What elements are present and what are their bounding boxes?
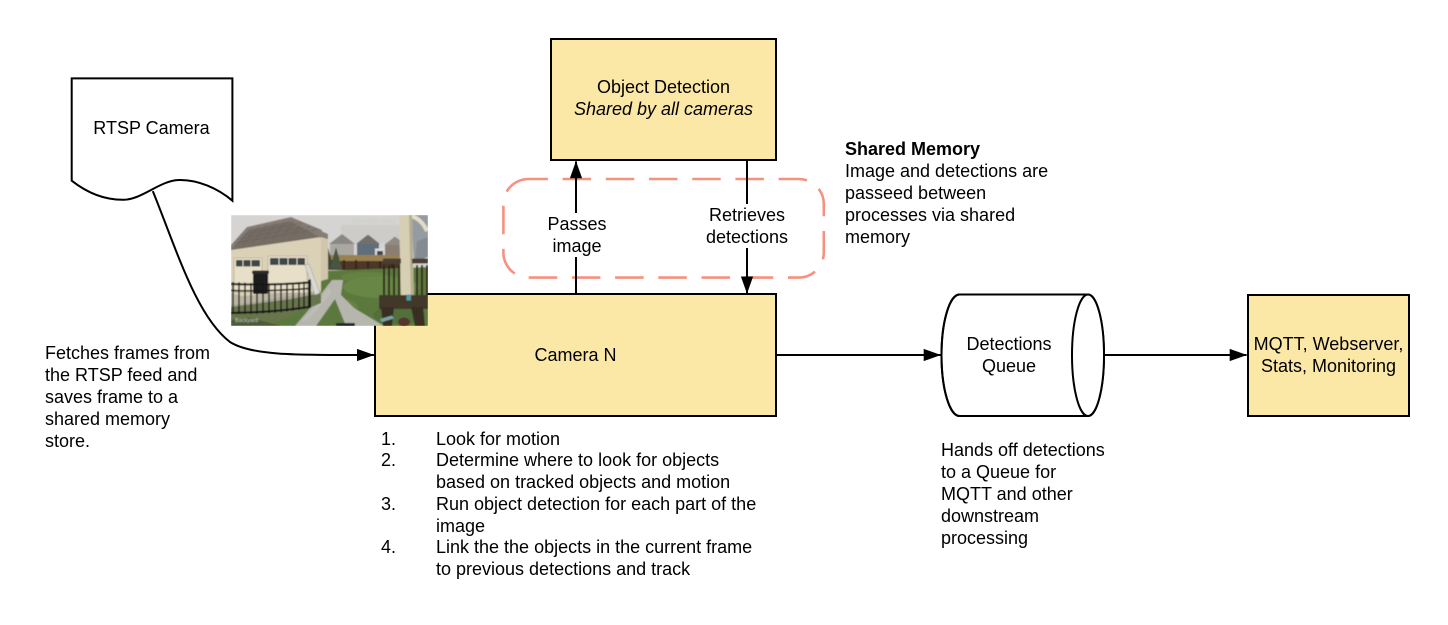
svg-text:Backyard: Backyard: [235, 318, 258, 324]
svg-text:2019-03-26 09:53: 2019-03-26 09:53: [352, 219, 395, 225]
